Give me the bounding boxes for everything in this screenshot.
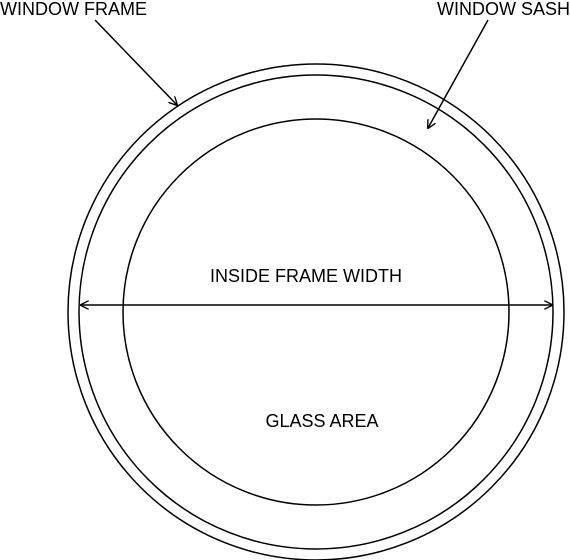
window-frame-outer-circle (67, 63, 565, 560)
glass-area-label: GLASS AREA (265, 411, 378, 431)
window-sash-label: WINDOW SASH (437, 0, 570, 19)
window-frame-leader-arrow (94, 19, 177, 105)
glass-area-circle (122, 118, 510, 506)
window-frame-label: WINDOW FRAME (0, 0, 147, 19)
inside-frame-width-label: INSIDE FRAME WIDTH (210, 266, 402, 286)
window-sash-leader-arrow (428, 19, 489, 128)
window-sash-outer-circle (78, 74, 554, 550)
